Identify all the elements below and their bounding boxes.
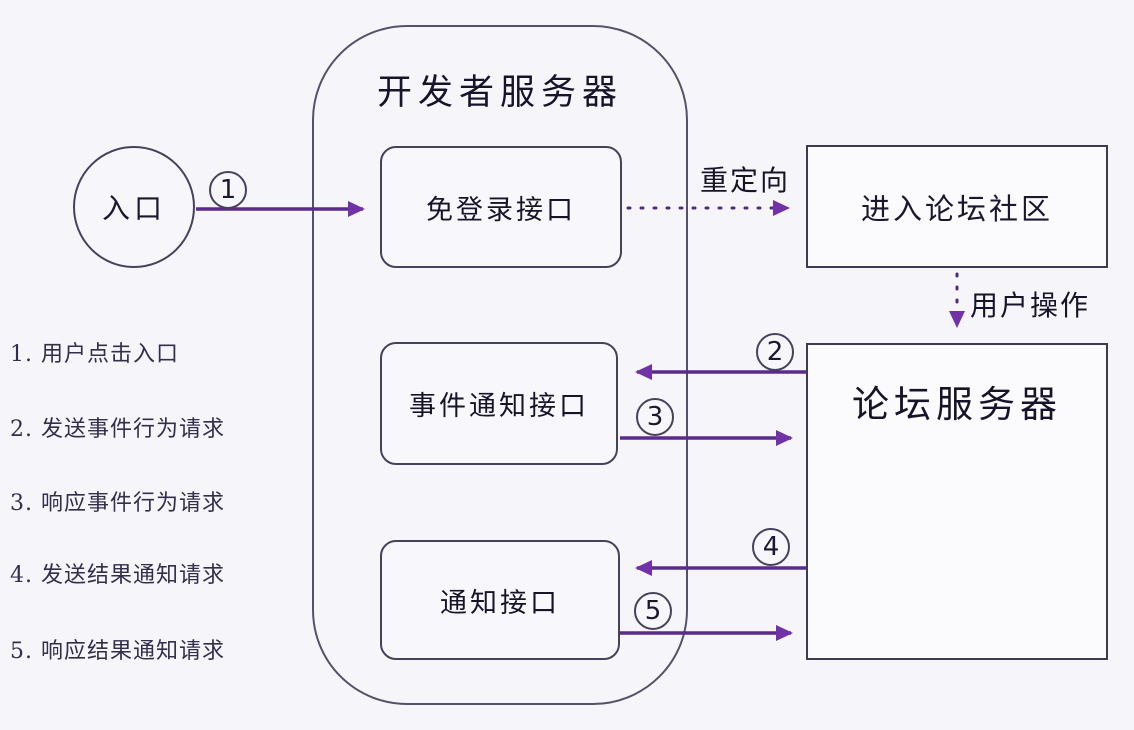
step-badge-1: 1 (209, 171, 247, 209)
notify-interface-box: 通知接口 (380, 540, 620, 660)
entry-label: 入口 (101, 192, 166, 225)
forum-community-box: 进入论坛社区 (806, 145, 1108, 268)
forum-community-label: 进入论坛社区 (860, 191, 1053, 226)
notify-interface-label: 通知接口 (440, 587, 560, 619)
redirect-label: 重定向 (700, 164, 791, 197)
entry-circle: 入口 (73, 146, 195, 268)
forum-server-box (806, 343, 1108, 660)
developer-server-title: 开发者服务器 (376, 73, 623, 113)
step-badge-1-number: 1 (219, 175, 237, 205)
step-badge-2: 2 (756, 333, 794, 371)
step-badge-5: 5 (634, 592, 672, 630)
forum-server-title: 论坛服务器 (852, 383, 1062, 426)
step-badge-3-number: 3 (646, 402, 664, 432)
developer-server-container (312, 25, 688, 705)
user-action-label: 用户操作 (970, 289, 1091, 322)
event-notify-interface-box: 事件通知接口 (380, 342, 618, 465)
login-free-interface-box: 免登录接口 (380, 146, 622, 268)
step-badge-3: 3 (636, 398, 674, 436)
event-notify-interface-label: 事件通知接口 (409, 391, 589, 422)
step-badge-5-number: 5 (644, 596, 662, 626)
legend-item: 1. 用户点击入口 (10, 342, 179, 367)
legend-item: 4. 发送结果通知请求 (10, 563, 225, 588)
login-free-interface-label: 免登录接口 (426, 194, 576, 226)
legend-item: 3. 响应事件行为请求 (10, 491, 225, 516)
step-badge-4: 4 (752, 528, 790, 566)
step-badge-2-number: 2 (766, 337, 784, 367)
legend-item: 2. 发送事件行为请求 (10, 417, 225, 442)
step-badge-4-number: 4 (762, 532, 780, 562)
legend-item: 5. 响应结果通知请求 (10, 639, 225, 664)
